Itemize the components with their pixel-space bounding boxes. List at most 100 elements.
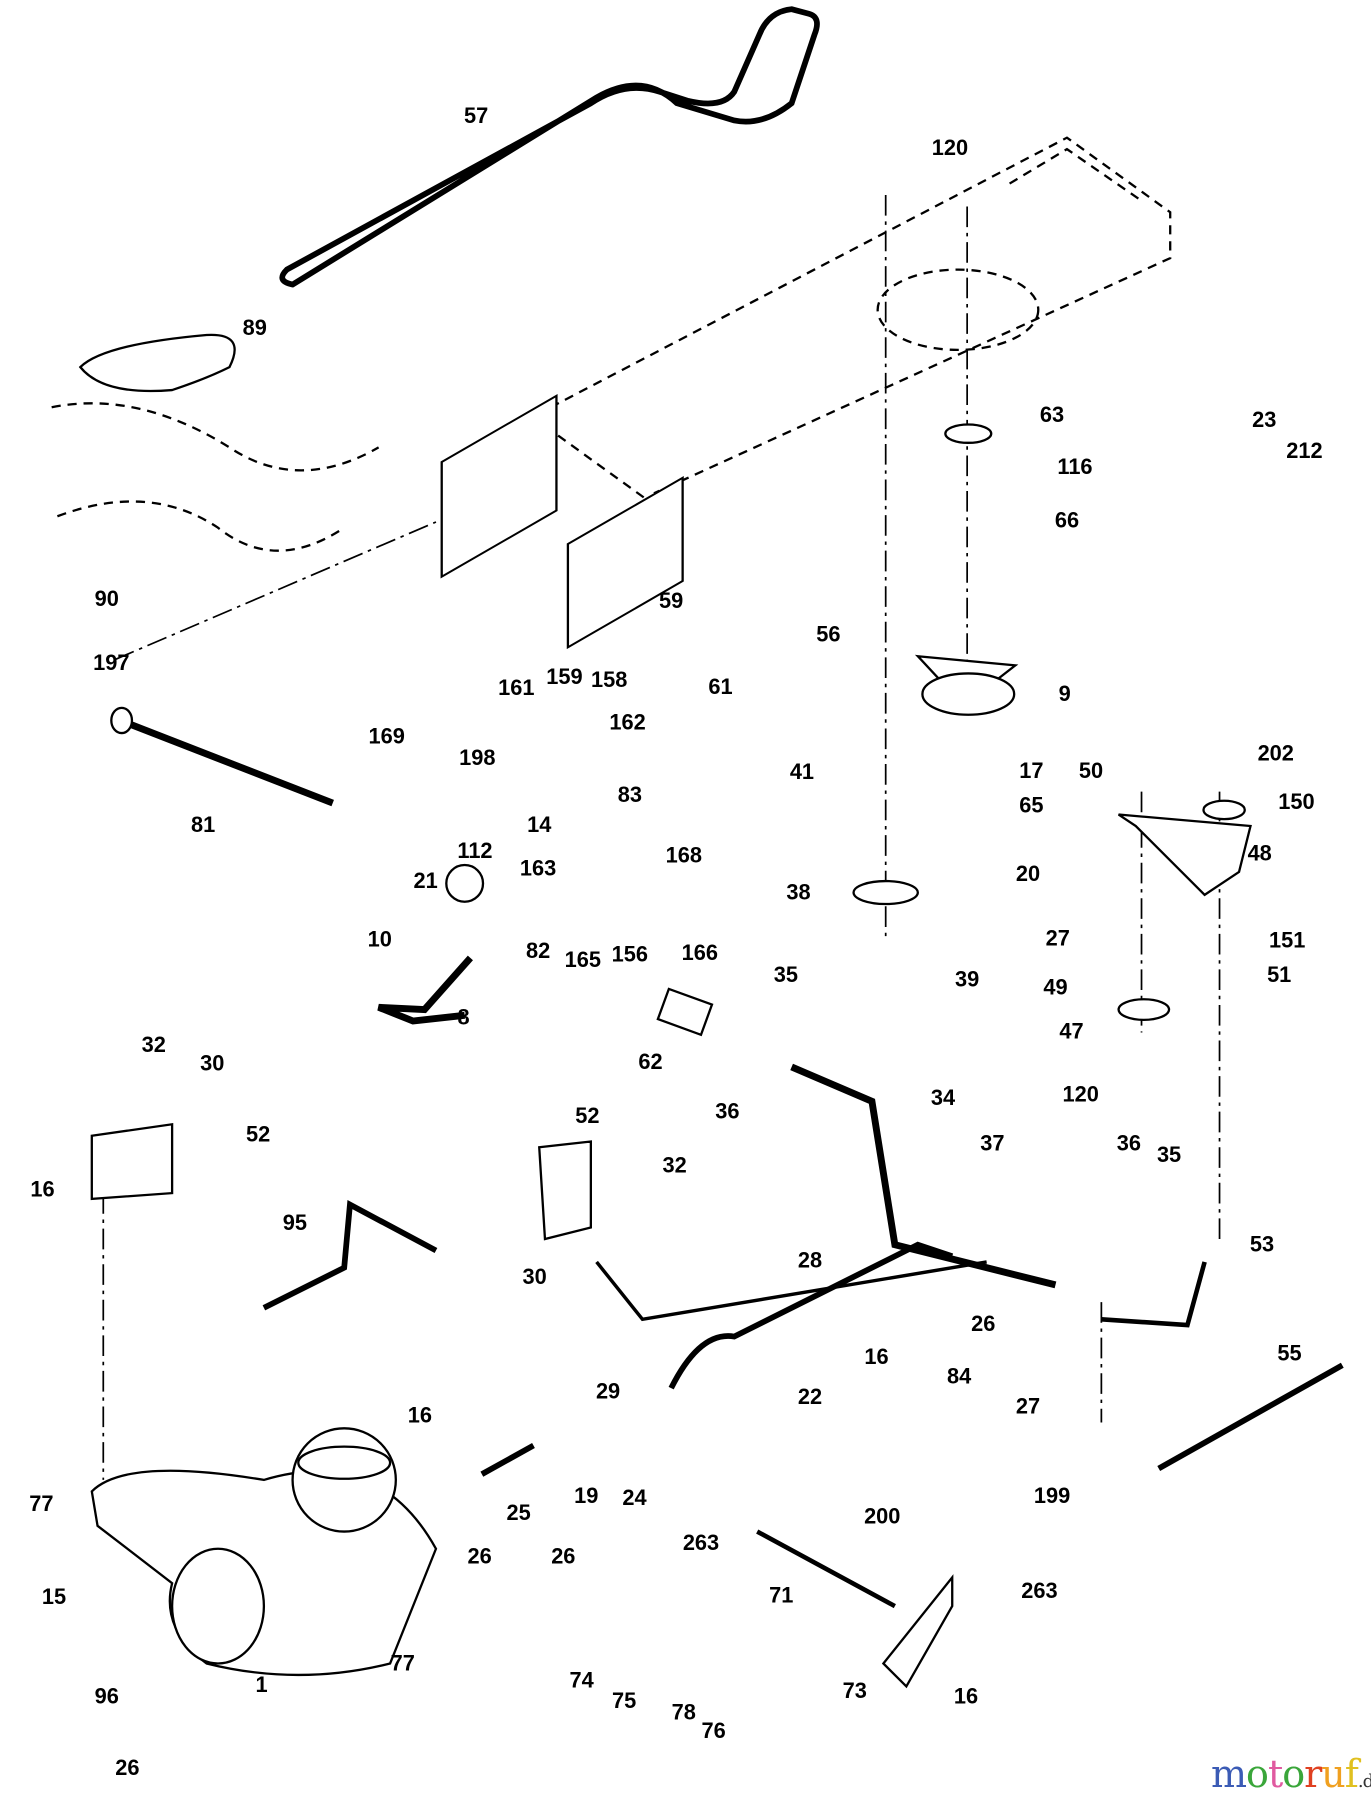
logo-suffix: .de (1357, 1771, 1371, 1792)
part-label: 53 (1250, 1232, 1274, 1257)
part-label: 77 (391, 1650, 415, 1675)
part-label: 169 (368, 723, 404, 748)
part-label: 57 (464, 103, 488, 128)
part-label: 74 (570, 1668, 594, 1693)
part-label: 14 (527, 812, 551, 837)
part-label: 78 (672, 1700, 696, 1725)
drive-belt (279, 6, 820, 288)
part-label: 15 (42, 1584, 66, 1609)
part-label: 28 (798, 1248, 822, 1273)
part-label: 65 (1019, 792, 1043, 817)
part-label: 16 (408, 1403, 432, 1428)
part-label: 163 (520, 855, 556, 880)
part-label: 24 (622, 1485, 646, 1510)
part-label: 26 (971, 1311, 995, 1336)
logo-letter: m (1211, 1752, 1247, 1796)
watermark-logo: motoruf.de (1211, 1752, 1371, 1796)
part-label: 156 (612, 941, 648, 966)
logo-letter: o (1246, 1752, 1269, 1796)
part-label: 71 (769, 1583, 793, 1608)
part-label: 63 (1040, 402, 1064, 427)
part-label: 23 (1252, 407, 1276, 432)
fender-outline (51, 333, 380, 552)
part-label: 51 (1267, 962, 1291, 987)
part-label: 47 (1059, 1018, 1083, 1043)
frame-outline (440, 136, 1172, 650)
part-label: 61 (708, 674, 732, 699)
part-label: 120 (932, 135, 968, 160)
part-label: 89 (243, 315, 267, 340)
part-label: 27 (1016, 1393, 1040, 1418)
logo-letter: t (1267, 1752, 1283, 1796)
part-label: 112 (457, 838, 492, 863)
part-label: 26 (467, 1544, 491, 1569)
part-label: 150 (1278, 789, 1314, 814)
parts (90, 423, 1344, 1689)
part-label: 199 (1034, 1483, 1070, 1508)
part-label: 52 (246, 1122, 270, 1147)
part-label: 200 (864, 1504, 900, 1529)
logo-letter: f (1344, 1752, 1359, 1796)
part-label: 37 (980, 1131, 1004, 1156)
part-label: 9 (1059, 681, 1071, 706)
part-label: 84 (947, 1364, 971, 1389)
part-label: 81 (191, 812, 215, 837)
part-label: 30 (200, 1050, 224, 1075)
part-label: 165 (565, 947, 601, 972)
part-label: 120 (1063, 1081, 1099, 1106)
part-label: 95 (283, 1210, 307, 1235)
part-label: 151 (1269, 928, 1305, 953)
part-label: 52 (575, 1103, 599, 1128)
part-label: 56 (816, 621, 840, 646)
part-label: 21 (414, 868, 438, 893)
part-label: 83 (618, 782, 642, 807)
part-label: 36 (1117, 1131, 1141, 1156)
part-label: 49 (1043, 975, 1067, 1000)
part-label: 16 (30, 1177, 54, 1202)
part-label: 159 (546, 664, 582, 689)
part-label: 161 (498, 675, 534, 700)
part-label: 82 (526, 938, 550, 963)
part-label: 17 (1019, 758, 1043, 783)
part-label: 20 (1016, 861, 1040, 886)
part-label: 32 (142, 1032, 166, 1057)
part-label: 158 (591, 667, 627, 692)
part-label: 1 (256, 1672, 268, 1697)
part-label: 25 (506, 1500, 530, 1525)
logo-letter: u (1321, 1752, 1346, 1796)
part-label: 212 (1286, 438, 1322, 463)
part-label: 38 (786, 879, 810, 904)
part-label: 26 (115, 1755, 139, 1780)
part-label: 8 (457, 1004, 469, 1029)
part-label: 36 (715, 1099, 739, 1124)
part-label: 16 (954, 1684, 978, 1709)
part-label: 35 (774, 962, 798, 987)
part-label: 27 (1046, 925, 1070, 950)
part-label: 198 (459, 745, 495, 770)
logo-letter: o (1282, 1752, 1305, 1796)
part-label: 50 (1079, 758, 1103, 783)
part-label: 73 (843, 1678, 867, 1703)
part-label: 22 (798, 1384, 822, 1409)
part-label: 197 (93, 650, 129, 675)
part-label: 263 (1021, 1578, 1057, 1603)
part-labels: 57 120 89 63 23 116 212 66 90 59 56 197 … (29, 103, 1322, 1780)
part-label: 48 (1248, 840, 1272, 865)
part-label: 55 (1277, 1341, 1301, 1366)
part-label: 77 (29, 1491, 53, 1516)
part-label: 16 (864, 1344, 888, 1369)
part-label: 202 (1258, 741, 1294, 766)
part-label: 62 (638, 1049, 662, 1074)
part-label: 162 (609, 710, 645, 735)
part-label: 263 (683, 1530, 719, 1555)
part-label: 59 (659, 588, 683, 613)
part-label: 168 (666, 843, 702, 868)
part-label: 96 (95, 1684, 119, 1709)
part-label: 32 (662, 1152, 686, 1177)
part-label: 26 (551, 1544, 575, 1569)
part-label: 30 (523, 1264, 547, 1289)
logo-letter: r (1304, 1752, 1322, 1796)
part-label: 29 (596, 1378, 620, 1403)
